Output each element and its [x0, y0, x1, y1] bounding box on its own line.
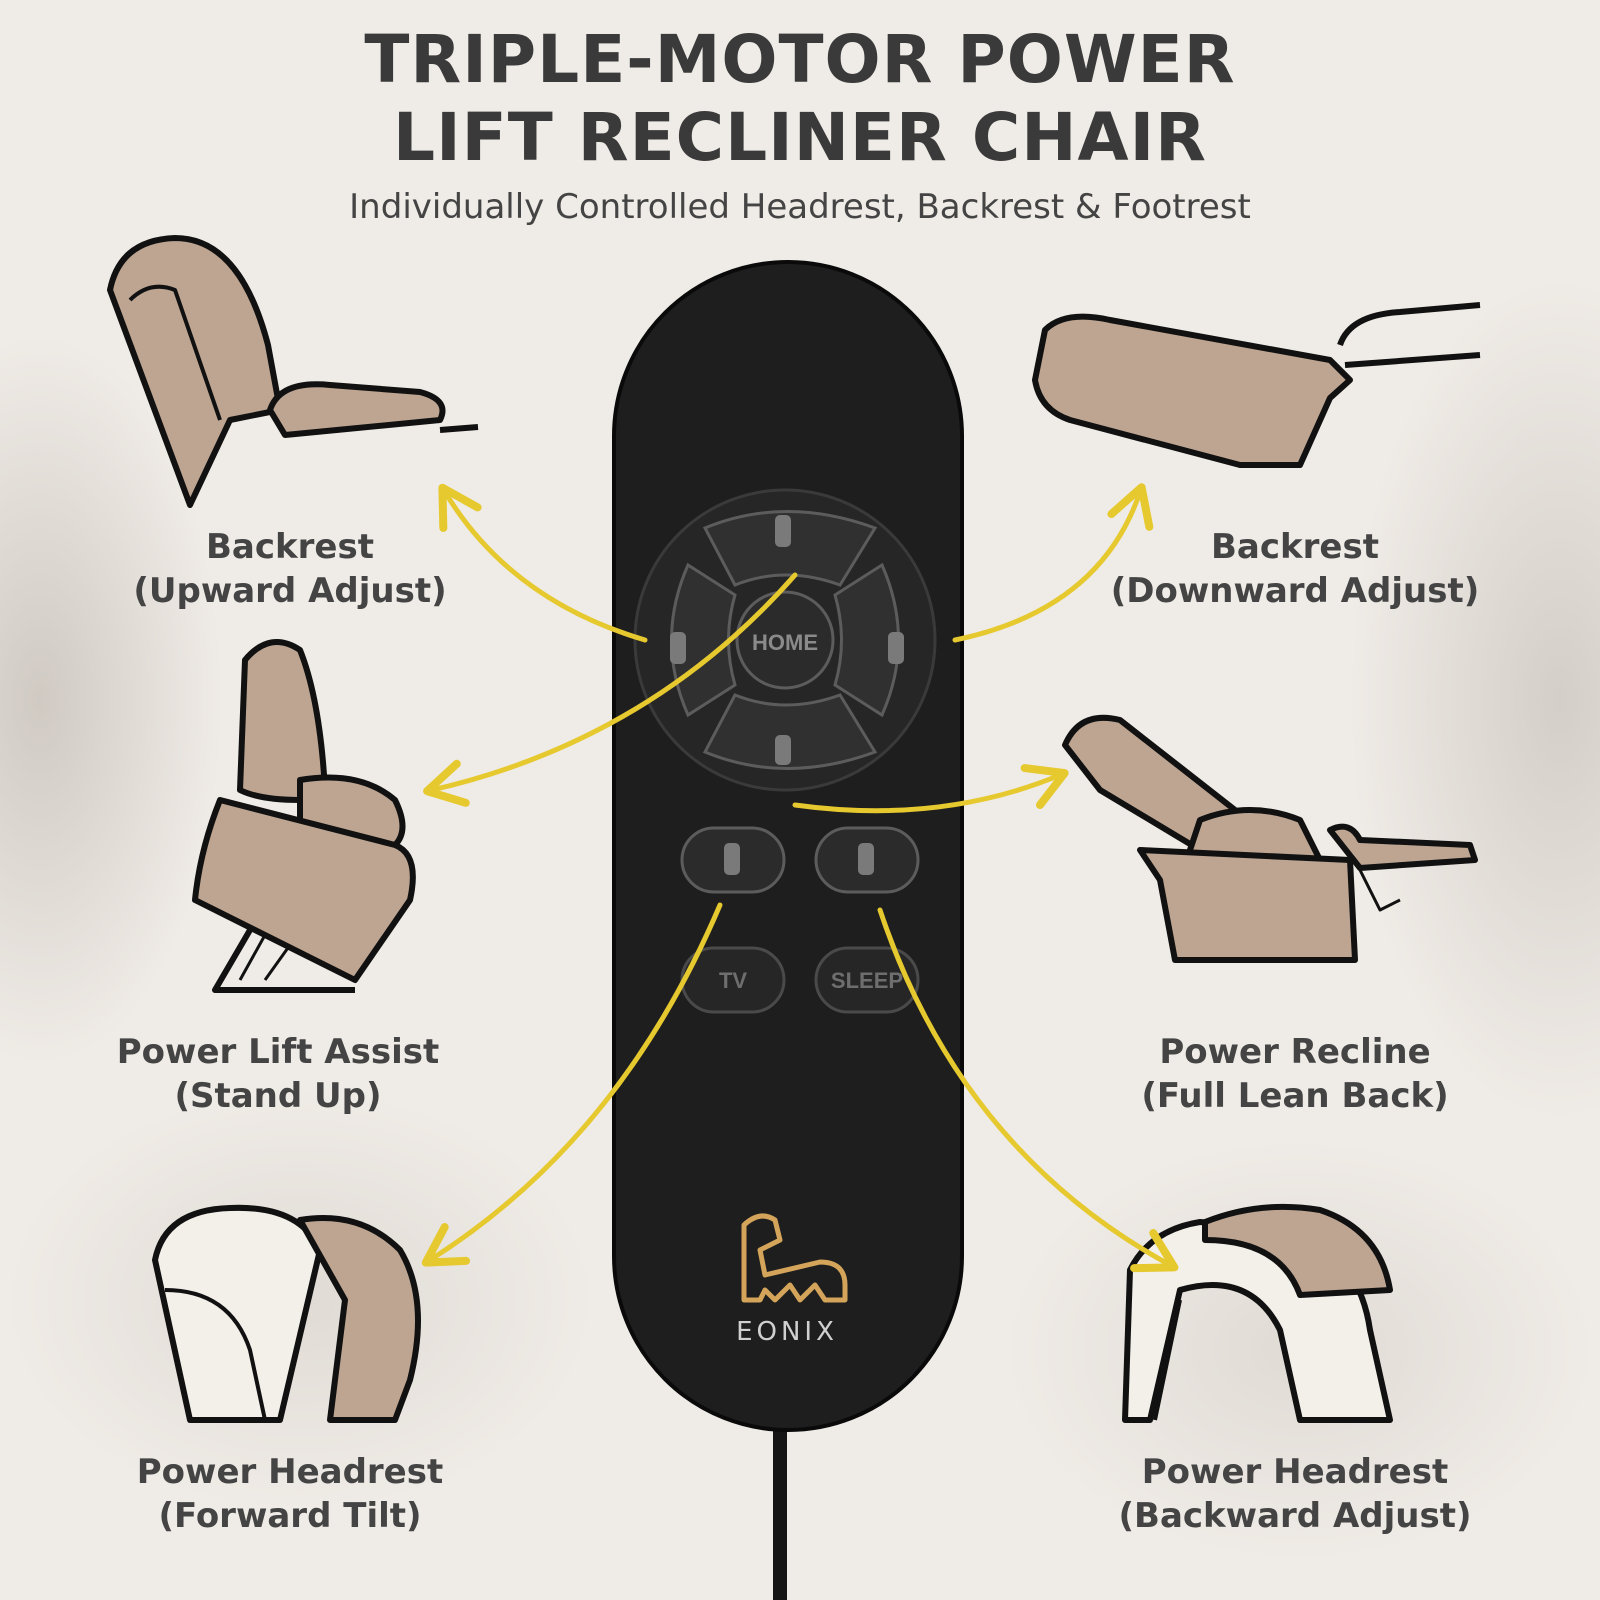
headrest-forward-button[interactable]	[680, 826, 786, 894]
label-headrest-forward-detail: (Forward Tilt)	[158, 1496, 422, 1536]
chair-headrest-backward-icon	[1122, 1203, 1393, 1423]
dpad-down-button[interactable]	[702, 693, 878, 770]
eonix-logo-icon	[741, 1213, 848, 1303]
label-backrest-downward: Backrest (Downward Adjust)	[1085, 525, 1505, 613]
tv-button[interactable]: TV	[680, 946, 786, 1014]
label-headrest-backward: Power Headrest (Backward Adjust)	[1085, 1450, 1505, 1538]
arrow-lift	[423, 572, 798, 807]
footrest-icon	[775, 735, 791, 765]
dpad-up-button[interactable]	[702, 510, 878, 587]
label-headrest-forward-name: Power Headrest	[136, 1452, 444, 1492]
label-lift-assist-name: Power Lift Assist	[116, 1032, 440, 1072]
recline-back-icon	[670, 632, 686, 664]
arrow-headrest-forward	[421, 902, 723, 1267]
arrow-recline	[792, 764, 1069, 814]
backrest-up-icon	[775, 515, 791, 547]
page-title-line-2: LIFT RECLINER CHAIR	[393, 99, 1207, 176]
chair-headrest-forward-icon	[152, 1204, 421, 1423]
home-label: HOME	[752, 630, 818, 655]
arrow-backrest-down	[952, 483, 1154, 643]
label-backrest-downward-name: Backrest	[1211, 527, 1379, 567]
headrest-backward-icon	[858, 843, 874, 875]
label-power-recline-detail: (Full Lean Back)	[1141, 1076, 1449, 1116]
label-backrest-upward-name: Backrest	[206, 527, 374, 567]
brand-name: EONIX	[736, 1317, 838, 1347]
label-headrest-backward-detail: (Backward Adjust)	[1118, 1496, 1472, 1536]
chair-backrest-downward-icon	[1032, 302, 1481, 468]
label-backrest-upward: Backrest (Upward Adjust)	[80, 525, 500, 613]
page-title-line-1: TRIPLE-MOTOR POWER	[364, 21, 1236, 98]
chair-backrest-upward-icon	[107, 235, 479, 508]
label-headrest-backward-name: Power Headrest	[1141, 1452, 1449, 1492]
label-backrest-downward-detail: (Downward Adjust)	[1110, 571, 1480, 611]
label-backrest-upward-detail: (Upward Adjust)	[133, 571, 447, 611]
home-button[interactable]: HOME	[735, 590, 835, 690]
headrest-backward-button[interactable]	[814, 826, 920, 894]
headrest-forward-icon	[724, 843, 740, 875]
page-subtitle: Individually Controlled Headrest, Backre…	[349, 187, 1251, 227]
label-headrest-forward: Power Headrest (Forward Tilt)	[80, 1450, 500, 1538]
callout-arrows	[421, 483, 1179, 1273]
sleep-button[interactable]: SLEEP	[814, 946, 920, 1014]
label-lift-assist-detail: (Stand Up)	[174, 1076, 382, 1116]
recline-forward-icon	[888, 632, 904, 664]
label-power-recline: Power Recline (Full Lean Back)	[1085, 1030, 1505, 1118]
arrow-headrest-backward	[877, 907, 1179, 1273]
arrow-backrest-up	[438, 483, 648, 643]
dpad-left-button[interactable]	[670, 562, 737, 718]
tv-label: TV	[719, 968, 747, 993]
sleep-label: SLEEP	[831, 968, 903, 993]
chair-power-recline-icon	[1062, 714, 1478, 963]
dpad-right-button[interactable]	[833, 562, 904, 718]
label-power-recline-name: Power Recline	[1159, 1032, 1431, 1072]
chair-lift-assist-icon	[192, 639, 416, 993]
label-lift-assist: Power Lift Assist (Stand Up)	[68, 1030, 488, 1118]
